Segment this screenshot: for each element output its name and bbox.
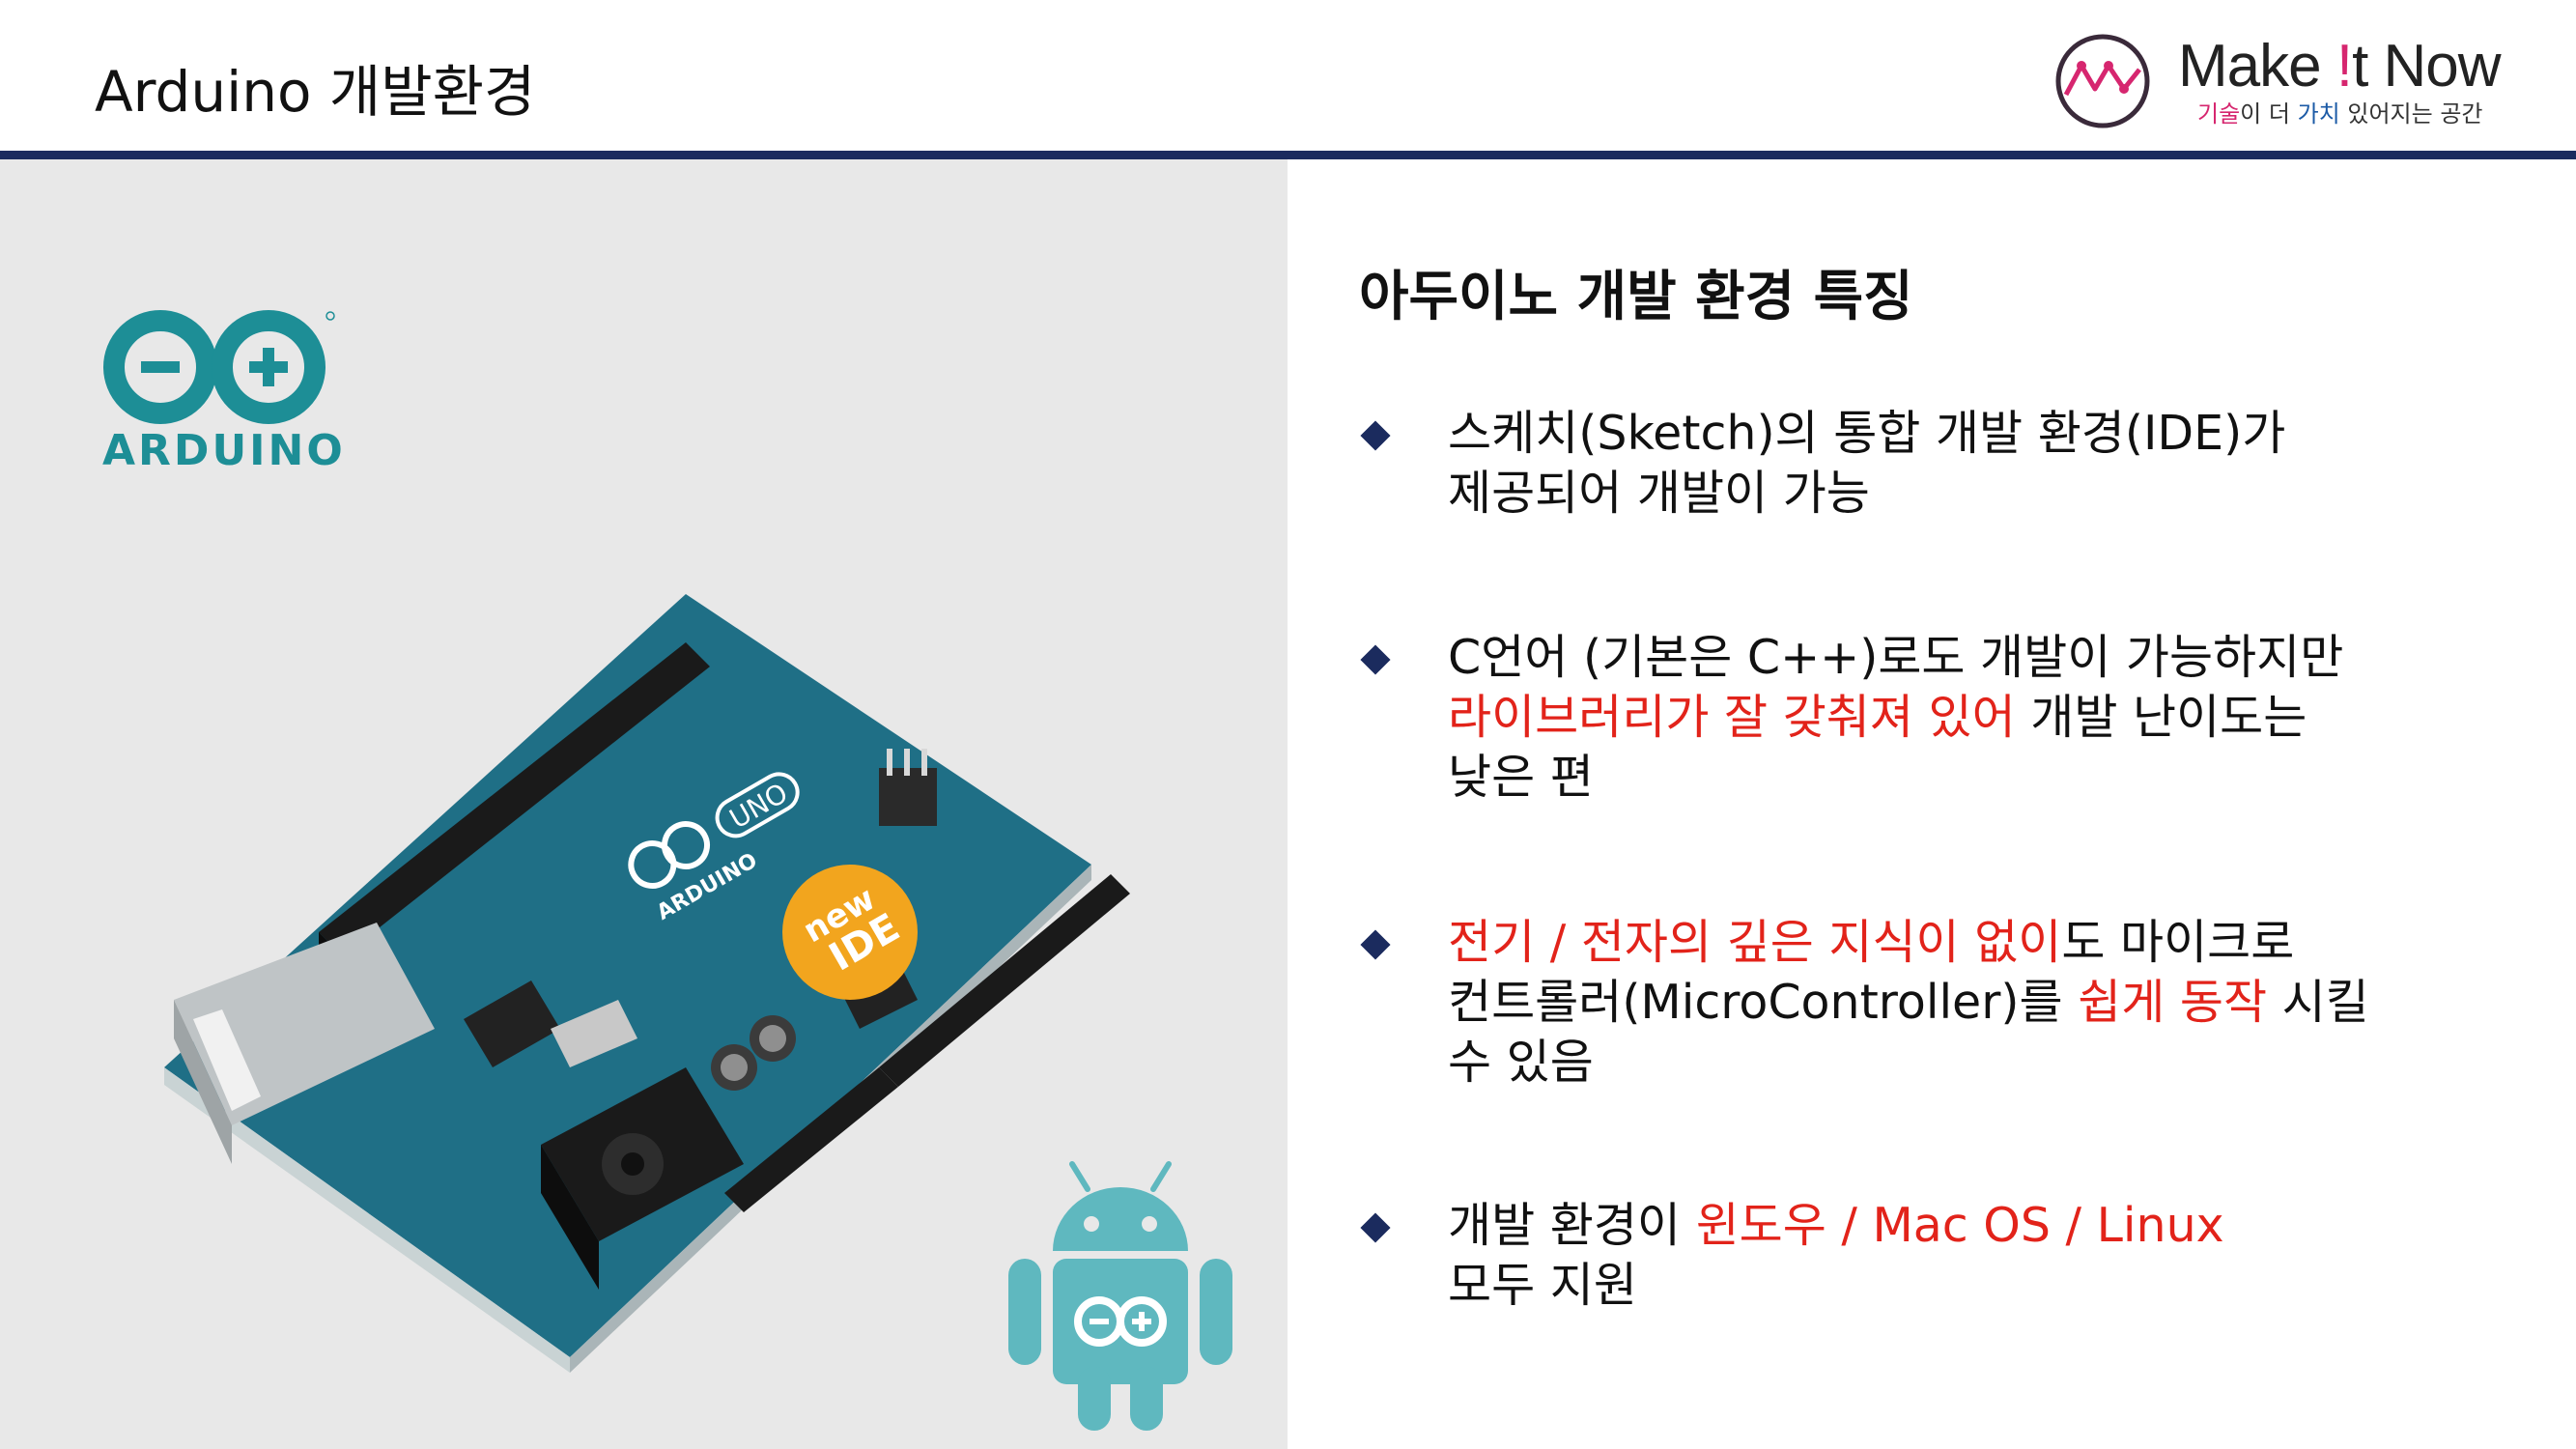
header-divider xyxy=(0,151,2576,159)
logo-wordmark: Make !t Now xyxy=(2178,33,2502,99)
arduino-infinity-icon xyxy=(103,310,335,424)
arduino-uno-board-image: new IDE UNO ARDUINO xyxy=(164,594,1130,1373)
logo-tagline: 기술이 더 가치 있어지는 공간 xyxy=(2197,100,2483,128)
diamond-bullet-icon xyxy=(1360,929,1391,960)
image-panel: ARDUINO xyxy=(0,159,1288,1449)
arduino-logo-text: ARDUINO xyxy=(102,426,346,475)
diamond-bullet-icon xyxy=(1360,644,1391,675)
arduino-logo: ARDUINO xyxy=(93,304,344,497)
page-title: Arduino 개발환경 xyxy=(95,59,536,125)
make-it-now-logo: Make !t Now 기술이 더 가치 있어지는 공간 xyxy=(2052,29,2555,135)
section-title: 아두이노 개발 환경 특징 xyxy=(1359,266,1913,328)
content-panel: 아두이노 개발 환경 특징 스케치(Sketch)의 통합 개발 환경(IDE)… xyxy=(1288,159,2576,1449)
slide-header: Arduino 개발환경 Make !t Now 기술이 더 가치 있어지는 공… xyxy=(0,0,2576,151)
diamond-bullet-icon xyxy=(1360,420,1391,451)
make-it-now-logo-icon xyxy=(2055,34,2150,128)
diamond-bullet-icon xyxy=(1360,1212,1391,1243)
android-arduino-icon xyxy=(1008,1161,1232,1431)
